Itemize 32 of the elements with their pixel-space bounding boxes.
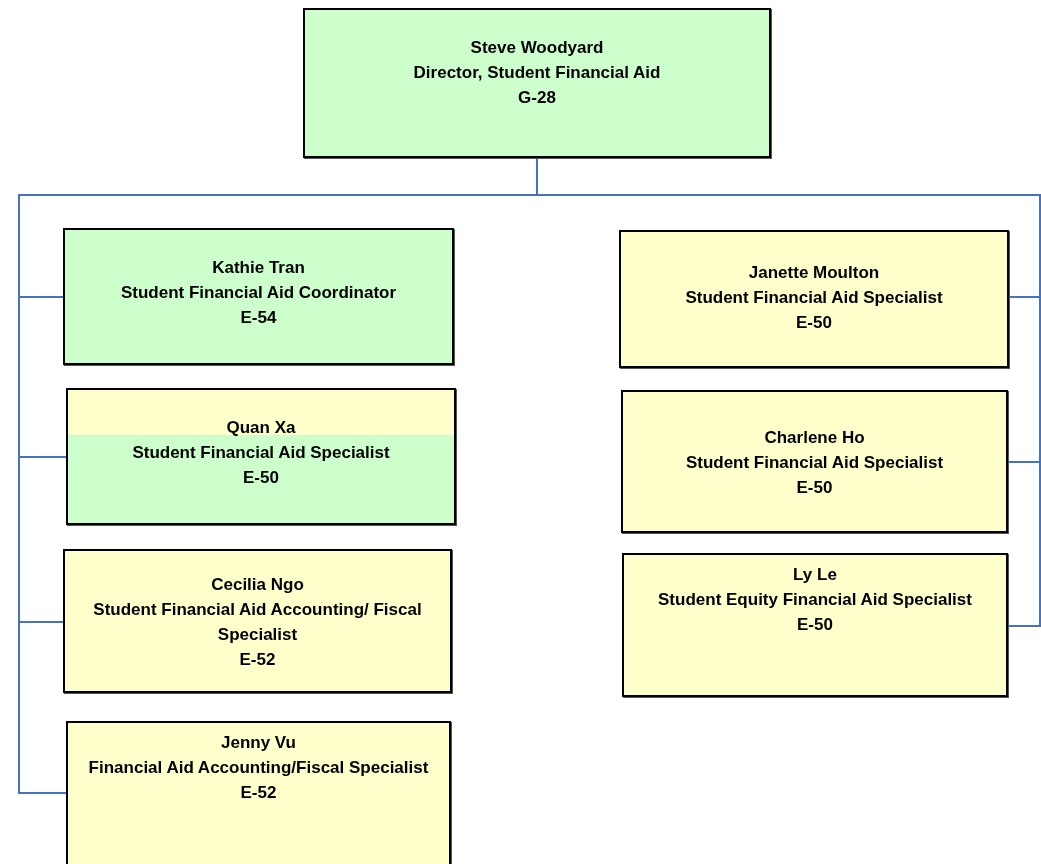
grade-code: E-54: [240, 307, 277, 329]
job-title: Student Financial Aid Specialist: [132, 442, 390, 464]
job-title: Student Financial Aid Coordinator: [120, 282, 397, 304]
grade-code: E-52: [240, 782, 277, 804]
person-name: Quan Xa: [226, 417, 296, 439]
job-title: Director, Student Financial Aid: [413, 62, 661, 84]
person-name: Steve Woodyard: [470, 37, 604, 59]
job-title: Student Financial Aid Specialist: [685, 287, 943, 309]
staff-box: [66, 721, 451, 864]
person-name: Ly Le: [793, 564, 837, 586]
person-name: Jenny Vu: [221, 732, 296, 754]
staff-box: [621, 390, 1008, 533]
person-name: Charlene Ho: [764, 427, 865, 449]
director-box: [303, 8, 771, 158]
staff-box: [66, 388, 456, 525]
staff-box: [63, 228, 454, 365]
grade-code: E-50: [796, 312, 832, 334]
grade-code: E-50: [243, 467, 279, 489]
grade-code: E-50: [797, 614, 833, 636]
grade-code: E-52: [239, 649, 276, 671]
job-title: Student Financial Aid Accounting/ Fiscal Specialist: [92, 599, 423, 646]
grade-code: G-28: [518, 87, 556, 109]
grade-code: E-50: [796, 477, 833, 499]
staff-box: [622, 553, 1008, 697]
job-title: Student Equity Financial Aid Specialist: [658, 589, 972, 611]
staff-box: [619, 230, 1009, 368]
person-name: Cecilia Ngo: [211, 574, 304, 596]
job-title: Student Financial Aid Specialist: [685, 452, 944, 474]
job-title: Financial Aid Accounting/Fiscal Specialist: [88, 757, 429, 779]
staff-box: [63, 549, 452, 693]
person-name: Kathie Tran: [212, 257, 305, 279]
person-name: Janette Moulton: [748, 262, 880, 284]
